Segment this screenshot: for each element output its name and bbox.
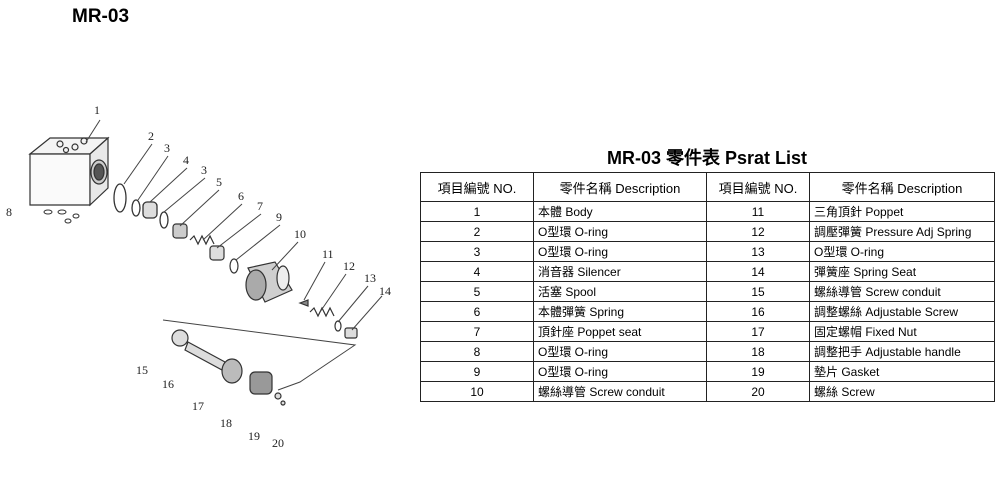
callout-2: 2	[148, 129, 154, 143]
parts-list-title: MR-03 零件表 Psrat List	[606, 148, 808, 168]
callout-15: 15	[136, 363, 148, 377]
part-number-cell: 17	[706, 321, 810, 342]
part-description-cell: 墊片 Gasket	[809, 361, 995, 382]
part-description-cell: O型環 O-ring	[533, 221, 707, 242]
part-number-cell: 20	[706, 381, 810, 402]
adjuster-assembly-drawing	[171, 329, 286, 406]
part-description-cell: 調整螺絲 Adjustable Screw	[809, 301, 995, 322]
callout-4: 4	[183, 153, 189, 167]
part-description-cell: O型環 O-ring	[533, 241, 707, 262]
part-number-cell: 8	[420, 341, 534, 362]
part-description-cell: 螺絲導管 Screw conduit	[809, 281, 995, 302]
part-number-cell: 4	[420, 261, 534, 282]
part-description-cell: O型環 O-ring	[809, 241, 995, 262]
parts-list-header-row: 項目編號 NO. 零件名稱 Description 項目編號 NO. 零件名稱 …	[420, 172, 995, 202]
part-number-cell: 11	[706, 201, 810, 222]
part-description-cell: O型環 O-ring	[533, 361, 707, 382]
callout-3b: 3	[201, 163, 207, 177]
part-description-cell: 消音器 Silencer	[533, 261, 707, 282]
model-title: MR-03	[72, 6, 130, 27]
part-description-cell: 頂針座 Poppet seat	[533, 321, 707, 342]
part-number-cell: 18	[706, 341, 810, 362]
part-description-cell: 彈簧座 Spring Seat	[809, 261, 995, 282]
callout-17: 17	[192, 399, 204, 413]
part-description-cell: 本體 Body	[533, 201, 707, 222]
parts-list-table: 項目編號 NO. 零件名稱 Description 項目編號 NO. 零件名稱 …	[420, 172, 995, 402]
header-no: 項目編號 NO.	[420, 172, 534, 202]
part-number-cell: 5	[420, 281, 534, 302]
part-number-cell: 12	[706, 221, 810, 242]
part-description-cell: 本體彈簧 Spring	[533, 301, 707, 322]
callout-18: 18	[220, 416, 232, 430]
part-number-cell: 13	[706, 241, 810, 262]
callout-14: 14	[379, 284, 391, 298]
part-number-cell: 7	[420, 321, 534, 342]
part-number-cell: 14	[706, 261, 810, 282]
callout-9: 9	[276, 210, 282, 224]
part-number-cell: 1	[420, 201, 534, 222]
header-no: 項目編號 NO.	[706, 172, 810, 202]
part-number-cell: 9	[420, 361, 534, 382]
callout-16: 16	[162, 377, 174, 391]
part-description-cell: 活塞 Spool	[533, 281, 707, 302]
callout-11: 11	[322, 247, 334, 261]
callout-13: 13	[364, 271, 376, 285]
part-number-cell: 16	[706, 301, 810, 322]
part-number-cell: 6	[420, 301, 534, 322]
callout-7: 7	[257, 199, 263, 213]
spool-spring-drawing	[172, 223, 239, 274]
callout-10: 10	[294, 227, 306, 241]
poppet-spring-drawing	[298, 299, 358, 339]
callout-5: 5	[216, 175, 222, 189]
part-description-cell: 螺絲導管 Screw conduit	[533, 381, 707, 402]
header-description: 零件名稱 Description	[809, 172, 995, 202]
assembly-leader-lines	[85, 119, 383, 391]
header-description: 零件名稱 Description	[533, 172, 707, 202]
callout-12: 12	[343, 259, 355, 273]
callout-1: 1	[94, 103, 100, 117]
part-number-cell: 15	[706, 281, 810, 302]
part-description-cell: 調壓彈簧 Pressure Adj Spring	[809, 221, 995, 242]
screw-conduit-drawing	[245, 261, 293, 303]
part-description-cell: 固定螺帽 Fixed Nut	[809, 321, 995, 342]
part-description-cell: O型環 O-ring	[533, 341, 707, 362]
part-description-cell: 三角頂針 Poppet	[809, 201, 995, 222]
part-description-cell: 螺絲 Screw	[809, 381, 995, 402]
part-number-cell: 19	[706, 361, 810, 382]
part-number-cell: 10	[420, 381, 534, 402]
o-ring-parts-drawing	[113, 183, 169, 229]
callout-8: 8	[6, 205, 12, 219]
exploded-diagram: 1 2 3 4 3 5 6 7 9 10 11 12 13 14 8 15 16…	[0, 90, 410, 470]
callout-19: 19	[248, 429, 260, 443]
part-number-cell: 2	[420, 221, 534, 242]
part-description-cell: 調整把手 Adjustable handle	[809, 341, 995, 362]
callout-3: 3	[164, 141, 170, 155]
callout-20: 20	[272, 436, 284, 450]
screw-set-drawing	[43, 209, 80, 224]
valve-body-drawing	[28, 136, 110, 207]
part-number-cell: 3	[420, 241, 534, 262]
callout-6: 6	[238, 189, 244, 203]
